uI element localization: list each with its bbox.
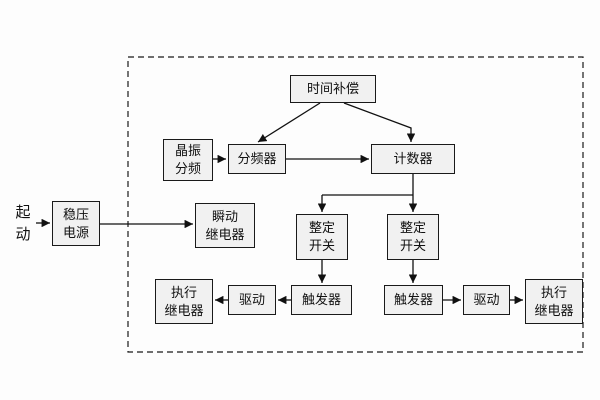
node-instantaneous-relay: 瞬动 继电器 xyxy=(195,203,255,248)
node-drive-right: 驱动 xyxy=(463,285,510,315)
node-drive-left: 驱动 xyxy=(228,285,276,315)
node-setting-switch-left: 整定 开关 xyxy=(296,214,348,260)
start-label: 起 动 xyxy=(15,203,31,244)
arrow-timecomp-to-divider xyxy=(257,102,321,143)
node-setting-switch-right: 整定 开关 xyxy=(387,214,439,260)
node-counter: 计数器 xyxy=(371,144,455,174)
arrow-timecomp-to-counter xyxy=(343,102,416,142)
node-trigger-left: 触发器 xyxy=(291,285,352,315)
node-execution-relay-right: 执行 继电器 xyxy=(525,279,583,324)
node-execution-relay-left: 执行 继电器 xyxy=(155,279,213,324)
node-time-compensation: 时间补偿 xyxy=(290,75,376,103)
node-trigger-right: 触发器 xyxy=(384,285,443,315)
node-frequency-divider: 分频器 xyxy=(228,144,286,174)
node-regulated-power-supply: 稳压 电源 xyxy=(52,201,100,246)
node-crystal-oscillator-divider: 晶振 分频 xyxy=(163,139,213,181)
